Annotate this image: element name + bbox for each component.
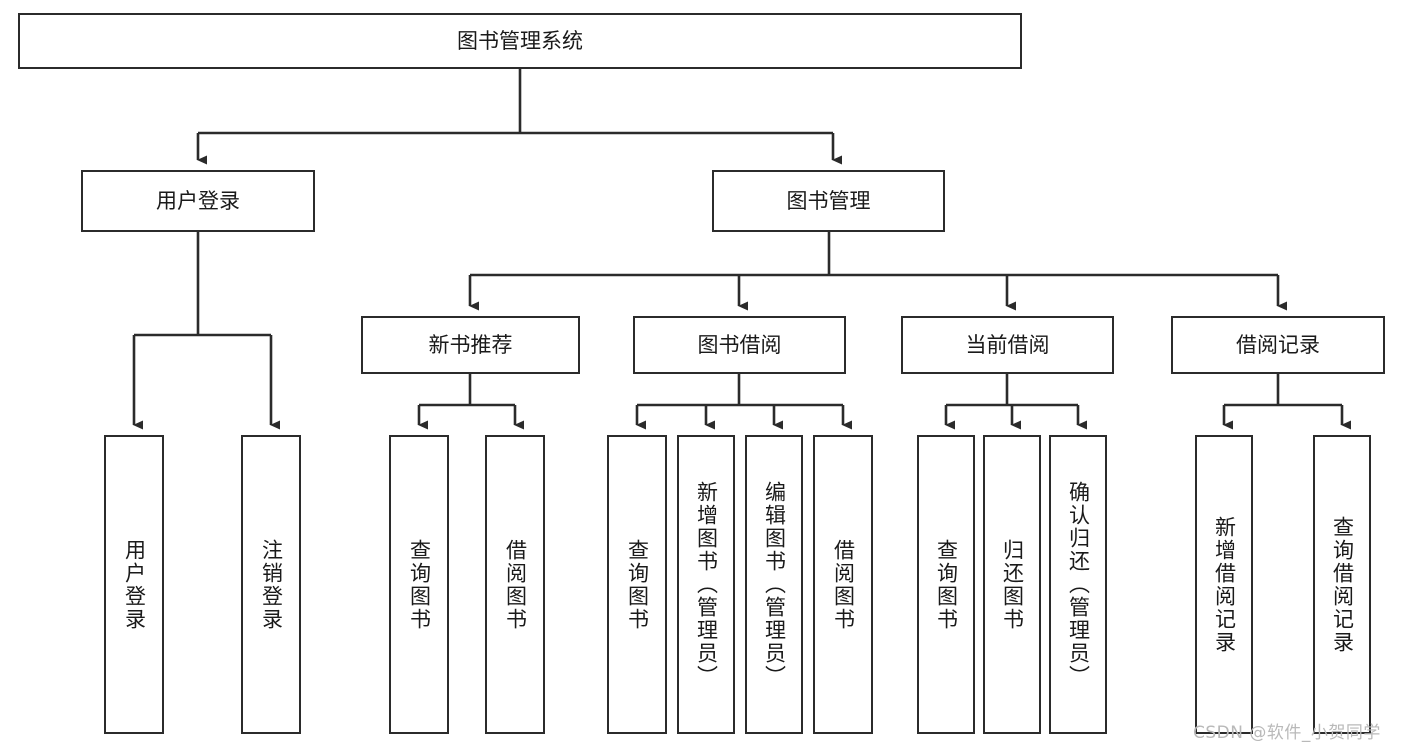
edge-borrow-record-to-leaves xyxy=(1222,374,1351,430)
node-borrow-record[interactable]: 借阅记录 xyxy=(1171,316,1385,374)
node-leaf-add-borrow-record[interactable]: 新增借阅记录 xyxy=(1195,435,1253,734)
node-leaf-add-borrow-record-label: 新增借阅记录 xyxy=(1212,515,1237,654)
node-new-book-recommend-label: 新书推荐 xyxy=(428,332,513,357)
node-leaf-query-borrow-record-label: 查询借阅记录 xyxy=(1330,515,1355,654)
edge-current-borrow-to-leaves xyxy=(944,374,1087,430)
node-leaf-confirm-return[interactable]: 确认归还（管理员） xyxy=(1049,435,1107,734)
csdn-watermark: CSDN @软件_小贺同学 xyxy=(1193,723,1381,743)
node-leaf-edit-book-admin-label: 编辑图书（管理员） xyxy=(762,481,787,688)
node-leaf-query-book-3[interactable]: 查询图书 xyxy=(917,435,975,734)
node-leaf-borrow-book-2-label: 借阅图书 xyxy=(831,538,856,631)
node-leaf-return-book-label: 归还图书 xyxy=(1000,538,1025,631)
node-leaf-borrow-book-1[interactable]: 借阅图书 xyxy=(485,435,545,734)
node-book-management[interactable]: 图书管理 xyxy=(712,170,945,232)
node-leaf-query-borrow-record[interactable]: 查询借阅记录 xyxy=(1313,435,1371,734)
edge-new-book-recommend-to-leaves xyxy=(417,374,524,430)
node-leaf-add-book-admin[interactable]: 新增图书（管理员） xyxy=(677,435,735,734)
node-leaf-user-logout[interactable]: 注销登录 xyxy=(241,435,301,734)
node-leaf-query-book-2-label: 查询图书 xyxy=(625,538,650,631)
node-leaf-user-logout-label: 注销登录 xyxy=(259,538,284,631)
node-leaf-user-login-label: 用户登录 xyxy=(122,538,147,631)
node-leaf-borrow-book-1-label: 借阅图书 xyxy=(503,538,528,631)
node-book-borrow[interactable]: 图书借阅 xyxy=(633,316,846,374)
node-leaf-confirm-return-label: 确认归还（管理员） xyxy=(1066,481,1091,688)
node-leaf-query-book-2[interactable]: 查询图书 xyxy=(607,435,667,734)
node-leaf-query-book-1-label: 查询图书 xyxy=(407,538,432,631)
node-user-login[interactable]: 用户登录 xyxy=(81,170,315,232)
node-leaf-add-book-admin-label: 新增图书（管理员） xyxy=(694,481,719,688)
node-book-borrow-label: 图书借阅 xyxy=(697,332,782,357)
edge-root-to-level2 xyxy=(196,69,842,165)
node-leaf-edit-book-admin[interactable]: 编辑图书（管理员） xyxy=(745,435,803,734)
node-new-book-recommend[interactable]: 新书推荐 xyxy=(361,316,580,374)
node-leaf-query-book-3-label: 查询图书 xyxy=(934,538,959,631)
node-borrow-record-label: 借阅记录 xyxy=(1236,332,1320,357)
node-current-borrow[interactable]: 当前借阅 xyxy=(901,316,1114,374)
node-root[interactable]: 图书管理系统 xyxy=(18,13,1022,69)
node-leaf-borrow-book-2[interactable]: 借阅图书 xyxy=(813,435,873,734)
node-book-management-label: 图书管理 xyxy=(786,188,871,213)
edge-book-management-to-level3 xyxy=(468,232,1287,311)
edge-user-login-to-leaves xyxy=(132,232,280,430)
node-leaf-query-book-1[interactable]: 查询图书 xyxy=(389,435,449,734)
node-current-borrow-label: 当前借阅 xyxy=(965,332,1050,357)
edge-book-borrow-to-leaves xyxy=(635,374,852,430)
node-leaf-return-book[interactable]: 归还图书 xyxy=(983,435,1041,734)
node-leaf-user-login[interactable]: 用户登录 xyxy=(104,435,164,734)
node-root-label: 图书管理系统 xyxy=(457,28,583,53)
node-user-login-label: 用户登录 xyxy=(156,188,240,213)
